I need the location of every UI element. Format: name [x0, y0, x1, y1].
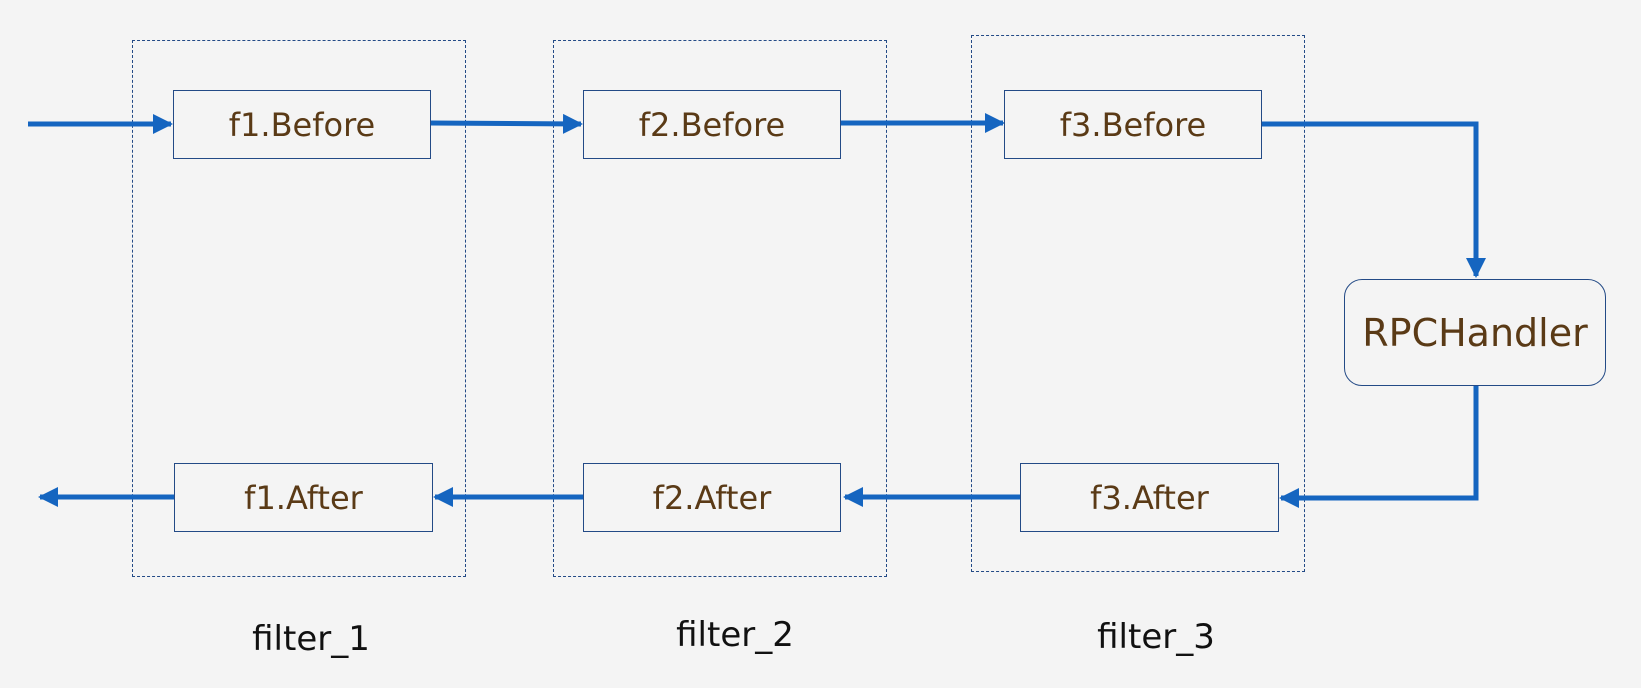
f3-before-to-handler-arrow — [1262, 121, 1486, 278]
filter-1-group-frame — [132, 40, 466, 577]
f3-after-node: f3.After — [1020, 463, 1279, 532]
f2-before-node: f2.Before — [583, 90, 841, 159]
filter-2-group-frame — [553, 40, 887, 577]
rpc-handler-node: RPCHandler — [1344, 279, 1606, 386]
f1-before-node: f1.Before — [173, 90, 431, 159]
f1-after-node: f1.After — [174, 463, 433, 532]
filter-3-group-frame — [971, 35, 1305, 572]
filter-3-label: filter_3 — [1097, 617, 1215, 657]
f2-after-node: f2.After — [583, 463, 841, 532]
filter-2-label: filter_2 — [676, 615, 794, 655]
f3-before-node: f3.Before — [1004, 90, 1262, 159]
handler-to-f3-after-arrow — [1279, 385, 1479, 508]
filter-1-label: filter_1 — [252, 619, 370, 659]
f1-before-to-f2-before-arrow — [430, 113, 583, 134]
